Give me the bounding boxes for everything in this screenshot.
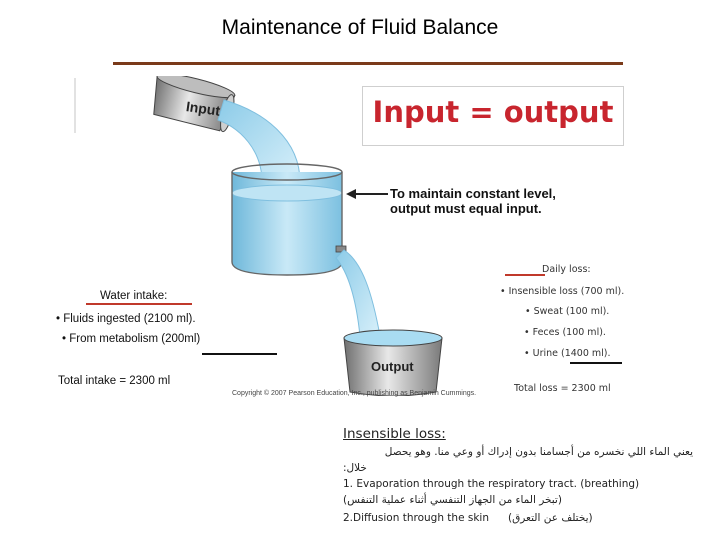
loss-rule [570,362,622,364]
maintain-line-1: To maintain constant level, [390,186,556,201]
intake-item-fluids: • Fluids ingested (2100 ml). [56,313,196,325]
page-title: Maintenance of Fluid Balance [221,16,499,39]
divider [74,78,76,133]
output-bucket [343,329,443,396]
insensible-point-1: 1. Evaporation through the respiratory t… [343,478,640,490]
intake-rule [202,353,277,355]
outflow-stream [335,249,381,337]
intake-heading-underline [86,303,192,305]
title-underline [113,62,623,65]
output-label: Output [371,359,414,374]
banner-text: Input = output [372,95,614,129]
loss-item-sweat: • Sweat (100 ml). [525,306,610,317]
insensible-point-2-arabic: (يختلف عن التعرق) [508,512,593,524]
insensible-point-2: 2.Diffusion through the skin [343,512,490,524]
loss-item-urine: • Urine (1400 ml). [524,348,611,359]
total-intake: Total intake = 2300 ml [58,375,171,387]
intake-item-metabolism: • From metabolism (200ml) [62,333,201,345]
copyright-text: Copyright © 2007 Pearson Education, Inc.… [232,390,477,397]
intake-heading: Water intake: [100,290,168,302]
maintain-caption: To maintain constant level, output must … [390,186,620,216]
insensible-arabic-line-2: خلال: [343,462,367,474]
inflow-stream [217,99,301,183]
loss-item-insensible: • Insensible loss (700 ml). [500,286,625,297]
input-output-banner: Input = output [362,86,624,146]
loss-heading-underline [505,274,545,276]
total-loss: Total loss = 2300 ml [514,383,611,394]
loss-heading: Daily loss: [542,264,591,275]
input-label: Input [185,98,221,119]
insensible-point-1-arabic: (تبخر الماء من الجهاز التنفسي أثناء عملي… [343,494,562,506]
insensible-heading: Insensible loss: [343,426,446,442]
fluid-tank [231,163,347,276]
insensible-arabic-line-1: يعني الماء اللي نخسره من أجسامنا بدون إد… [384,446,693,458]
fluid-balance-illustration: Input Output [153,76,443,396]
loss-item-feces: • Feces (100 ml). [524,327,606,338]
maintain-line-2: output must equal input. [390,201,542,216]
